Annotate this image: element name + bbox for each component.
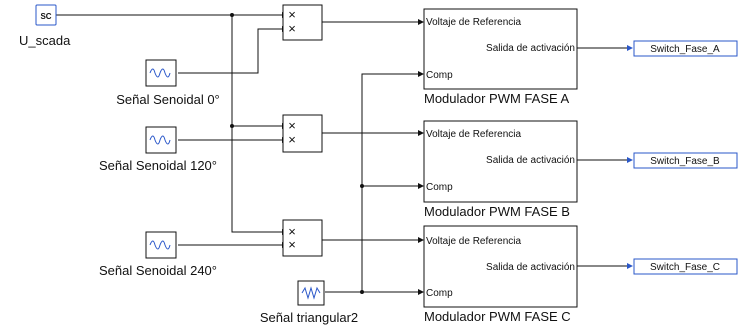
modulator-box (423, 225, 578, 308)
modulator-a[interactable]: Voltaje de Referencia Comp Salida de act… (423, 8, 578, 106)
sine-label: Señal Senoidal 120° (99, 158, 217, 173)
modulator-in-comp: Comp (426, 70, 453, 81)
modulator-box (423, 120, 578, 203)
product-box (282, 219, 323, 257)
junction-dot (360, 290, 364, 294)
modulator-title: Modulador PWM FASE B (424, 204, 570, 219)
modulator-in-comp: Comp (426, 182, 453, 193)
multiply-icon: × (288, 7, 296, 22)
product-block-b[interactable]: × × (282, 114, 323, 153)
tag-box (633, 152, 738, 169)
source-icon-text: SC (40, 12, 51, 21)
arrow-head (418, 289, 424, 295)
modulator-title: Modulador PWM FASE C (424, 309, 571, 324)
sine-box (145, 126, 177, 154)
source-label: U_scada (19, 33, 71, 48)
sine-wave-icon (149, 68, 171, 78)
wire-tri-to-comp-a (361, 73, 418, 292)
junction-dot (230, 124, 234, 128)
tag-switch-fase-c[interactable]: Switch_Fase_C (633, 258, 738, 275)
multiply-icon: × (288, 132, 296, 147)
multiply-icon: × (288, 224, 296, 239)
arrow-head (418, 71, 424, 77)
triangular-source[interactable]: Señal triangular2 (260, 280, 358, 325)
modulator-c[interactable]: Voltaje de Referencia Comp Salida de act… (423, 225, 578, 324)
wire-sine0-to-product-a (178, 28, 282, 74)
sine-wave-icon (149, 135, 171, 145)
multiply-icon: × (288, 237, 296, 252)
tag-box (633, 40, 738, 57)
modulator-out: Salida de activación (486, 262, 575, 273)
modulator-out: Salida de activación (486, 155, 575, 166)
sine-source-0[interactable]: Señal Senoidal 0° (116, 59, 220, 107)
source-u-scada-block[interactable]: SC U_scada (19, 4, 71, 48)
junction-dot (360, 184, 364, 188)
tag-switch-fase-b[interactable]: Switch_Fase_B (633, 152, 738, 169)
sine-source-120[interactable]: Señal Senoidal 120° (99, 126, 217, 173)
arrow-head (627, 45, 633, 51)
tag-label: Switch_Fase_B (650, 156, 720, 167)
triangle-wave-icon (301, 286, 321, 300)
modulator-title: Modulador PWM FASE A (424, 91, 570, 106)
tag-label: Switch_Fase_C (650, 262, 720, 273)
arrow-head (627, 263, 633, 269)
sine-source-240[interactable]: Señal Senoidal 240° (99, 231, 217, 278)
arrow-head (627, 157, 633, 163)
modulator-in-ref: Voltaje de Referencia (426, 129, 522, 140)
tag-box (633, 258, 738, 275)
junction-dot (230, 13, 234, 17)
product-block-c[interactable]: × × (282, 219, 323, 257)
source-box (35, 4, 57, 26)
modulator-in-comp: Comp (426, 288, 453, 299)
tag-switch-fase-a[interactable]: Switch_Fase_A (633, 40, 738, 57)
arrow-head (418, 19, 424, 25)
tag-label: Switch_Fase_A (650, 44, 720, 55)
modulator-in-ref: Voltaje de Referencia (426, 236, 522, 247)
product-block-a[interactable]: × × (282, 4, 323, 41)
modulator-out: Salida de activación (486, 43, 575, 54)
multiply-icon: × (288, 118, 296, 133)
sine-wave-icon (149, 240, 171, 250)
product-box (282, 4, 323, 41)
modulator-in-ref: Voltaje de Referencia (426, 17, 522, 28)
arrow-head (418, 237, 424, 243)
triangular-box (297, 280, 325, 306)
sine-box (145, 59, 177, 87)
product-box (282, 114, 323, 153)
modulator-b[interactable]: Voltaje de Referencia Comp Salida de act… (423, 120, 578, 219)
wires (56, 14, 627, 293)
multiply-icon: × (288, 21, 296, 36)
sine-label: Señal Senoidal 240° (99, 263, 217, 278)
arrow-head (418, 183, 424, 189)
arrow-head (418, 130, 424, 136)
sine-box (145, 231, 177, 259)
sine-label: Señal Senoidal 0° (116, 92, 220, 107)
junctions (230, 13, 364, 294)
modulator-box (423, 8, 578, 90)
triangular-label: Señal triangular2 (260, 310, 358, 325)
wire-scada-branch (231, 15, 282, 233)
